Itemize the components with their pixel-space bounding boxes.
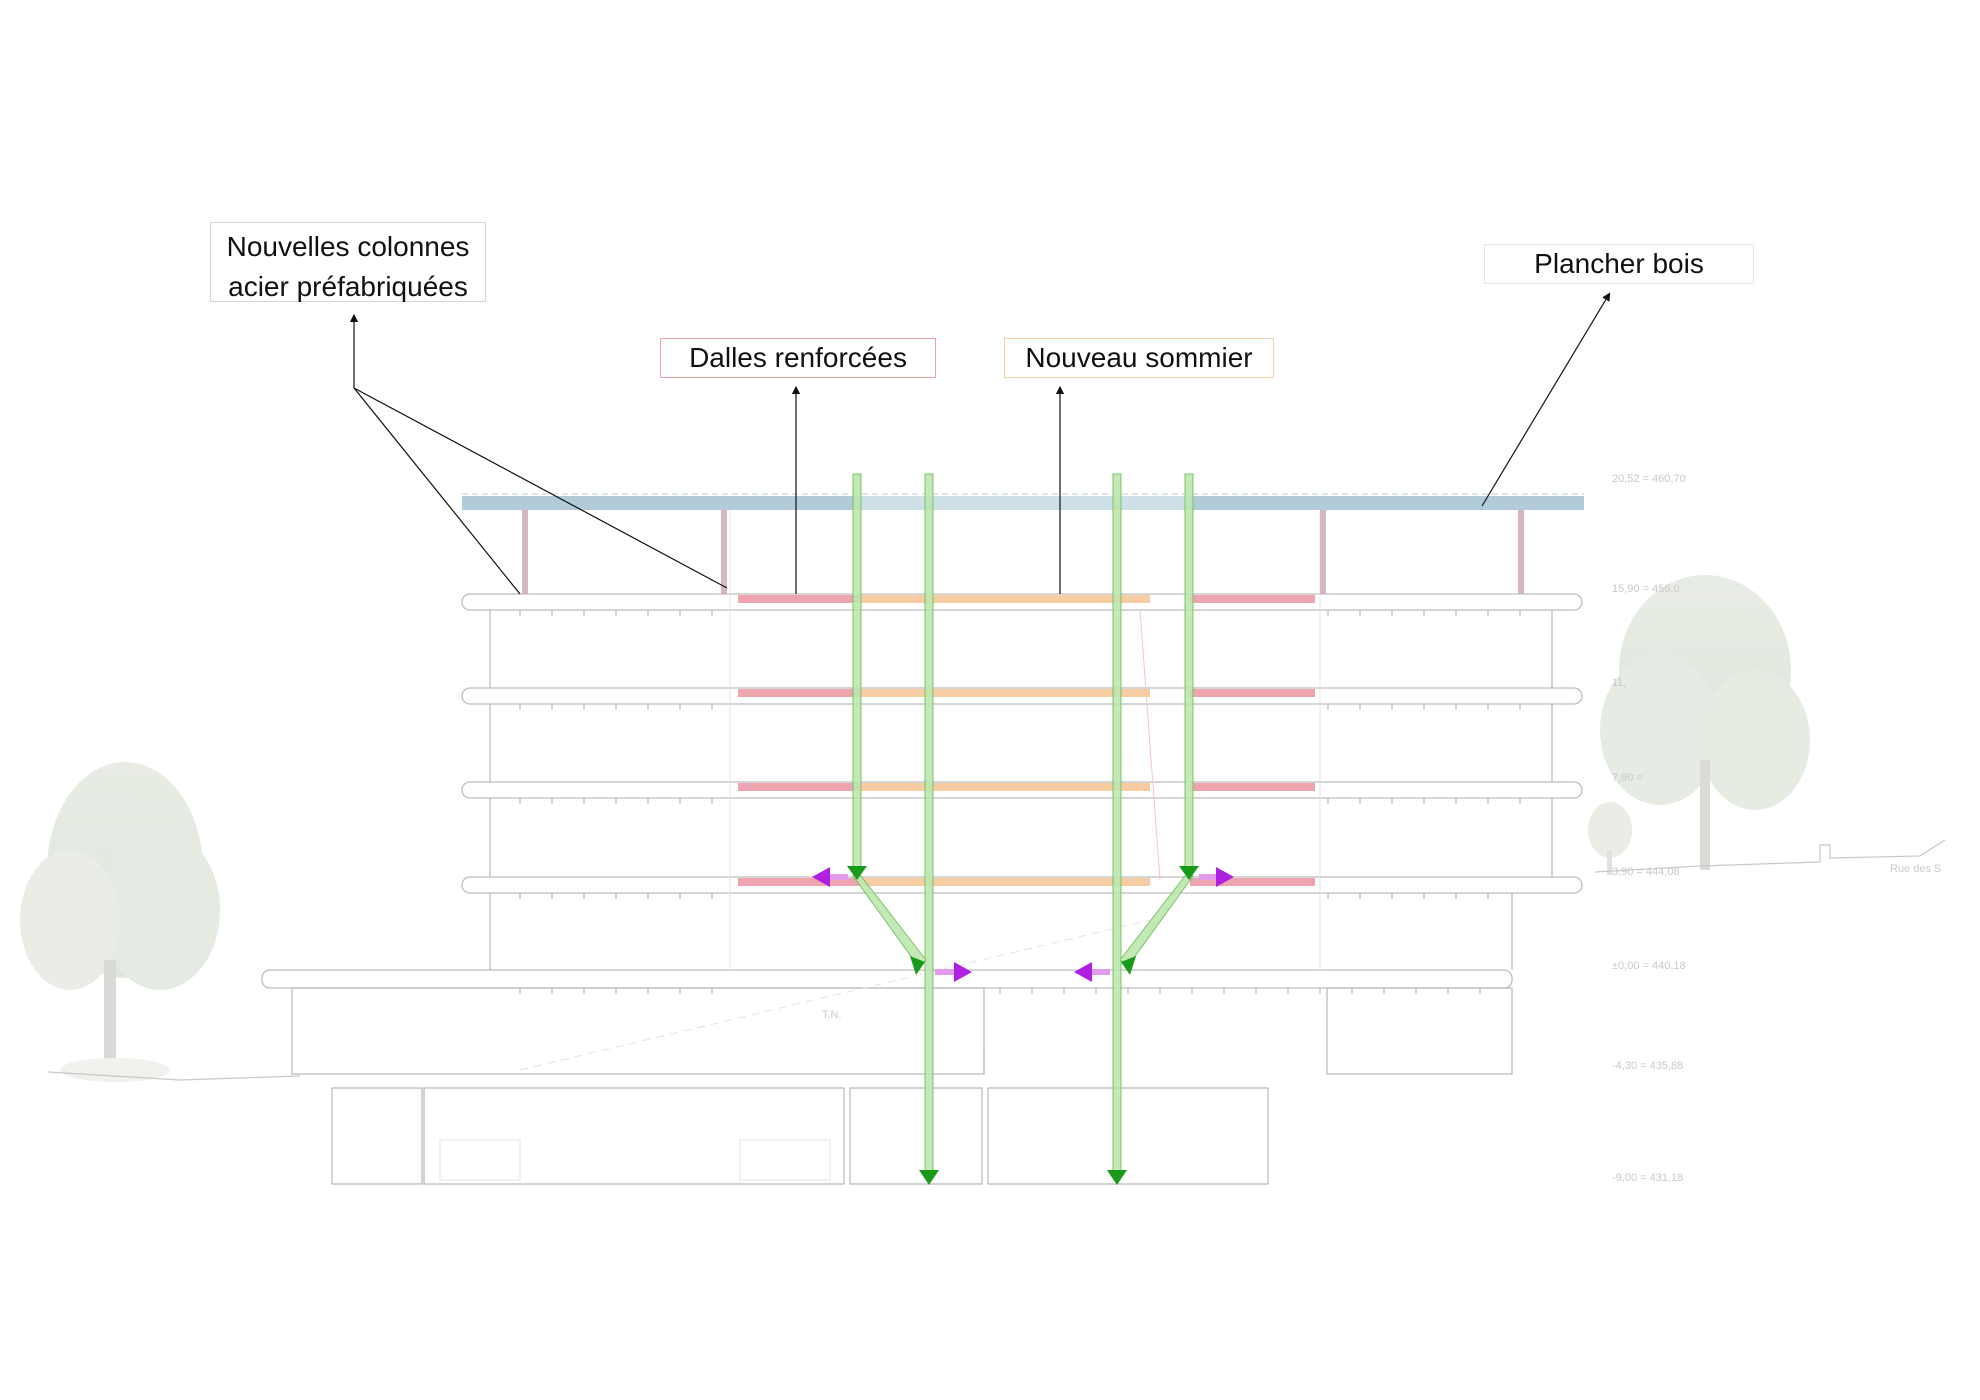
label-columns-line2: acier préfabriquées	[228, 271, 468, 302]
label-columns-line1: Nouvelles colonnes	[226, 231, 470, 262]
svg-text:±0,00 = 440,18: ±0,00 = 440,18	[1612, 960, 1686, 972]
dalles-renforcees	[738, 595, 1315, 886]
nouveau-sommier	[860, 595, 1150, 886]
arrow-down-icon	[919, 1170, 939, 1185]
label-plancher-bois: Plancher bois	[1484, 244, 1754, 284]
svg-text:20,52 = 460,70: 20,52 = 460,70	[1612, 473, 1686, 485]
ground-label: T.N.	[822, 1009, 842, 1021]
terrain	[47, 839, 1946, 1081]
svg-text:-9,00 = 431,18: -9,00 = 431,18	[1612, 1172, 1683, 1184]
building-structure	[261, 593, 1583, 1185]
street-label: Rue des S	[1890, 863, 1941, 875]
label-nouveau-sommier: Nouveau sommier	[1004, 338, 1274, 378]
tree-icon-left	[20, 762, 220, 1082]
arrow-horizontal-icon	[812, 867, 1234, 982]
svg-text:7,90 =: 7,90 =	[1612, 772, 1643, 784]
arrow-down-icon	[1107, 1170, 1127, 1185]
load-paths	[847, 473, 1199, 1185]
tree-icon-right	[1600, 575, 1810, 870]
tree-icon-small	[1588, 802, 1632, 875]
label-nouvelles-colonnes: Nouvelles colonnes acier préfabriquées	[210, 222, 486, 302]
leader-lines	[349, 292, 1611, 595]
svg-text:3,90 = 444,08: 3,90 = 444,08	[1612, 866, 1680, 878]
label-dalles-renforcees: Dalles renforcées	[660, 338, 936, 378]
arrow-down-icon	[1179, 866, 1199, 880]
arrow-down-icon	[1121, 956, 1136, 975]
steel-columns	[522, 510, 1524, 594]
level-annotations: 20,52 = 460,70 15,90 = 456,0 11, 7,90 = …	[822, 473, 1941, 1184]
plancher-bois-roof	[462, 493, 1584, 510]
arrow-down-icon	[847, 866, 867, 880]
arrow-down-icon	[910, 956, 925, 975]
svg-text:-4,30 = 435,88: -4,30 = 435,88	[1612, 1060, 1683, 1072]
svg-text:15,90 = 456,0: 15,90 = 456,0	[1612, 583, 1680, 595]
svg-text:11,: 11,	[1612, 677, 1626, 689]
